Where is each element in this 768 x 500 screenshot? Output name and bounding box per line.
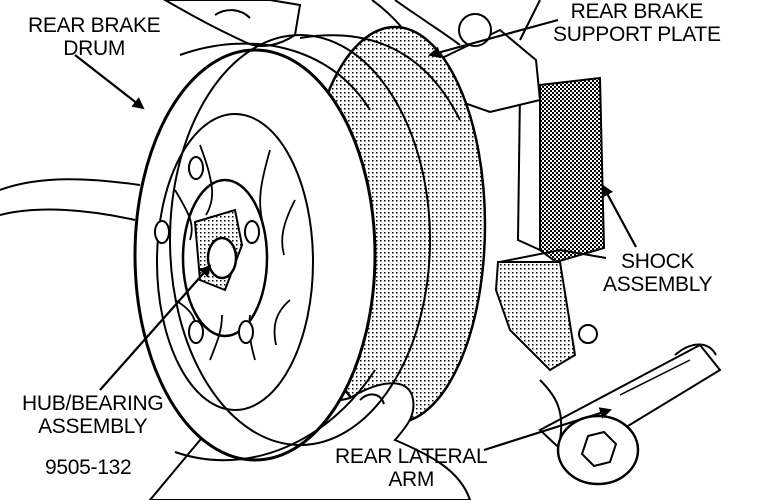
figure-id: 9505-132 — [45, 456, 132, 479]
label-line: DRUM — [63, 37, 126, 60]
label-line: REAR LATERAL — [335, 445, 488, 468]
label-line: ASSEMBLY — [603, 273, 713, 296]
hands — [0, 0, 472, 500]
upper-mount — [371, 0, 542, 114]
leader-lines — [74, 18, 637, 452]
label-rear-lateral-arm: REAR LATERAL ARM — [335, 445, 488, 491]
label-line: REAR BRAKE — [570, 0, 704, 23]
label-line: REAR BRAKE — [28, 14, 161, 37]
label-line: SHOCK — [621, 250, 695, 273]
lateral-arm — [538, 343, 722, 486]
label-shock-assembly: SHOCK ASSEMBLY — [603, 250, 713, 296]
label-line: ASSEMBLY — [38, 415, 148, 438]
label-rear-brake-support-plate: REAR BRAKE SUPPORT PLATE — [553, 0, 721, 46]
label-line: ARM — [388, 468, 435, 491]
label-rear-brake-drum: REAR BRAKE DRUM — [28, 14, 161, 60]
label-line: HUB/BEARING — [22, 392, 164, 415]
shock-absorber — [494, 76, 607, 372]
brake-drum — [133, 34, 431, 462]
label-line: SUPPORT PLATE — [553, 23, 721, 46]
label-hub-bearing-assembly: HUB/BEARING ASSEMBLY — [22, 392, 164, 438]
